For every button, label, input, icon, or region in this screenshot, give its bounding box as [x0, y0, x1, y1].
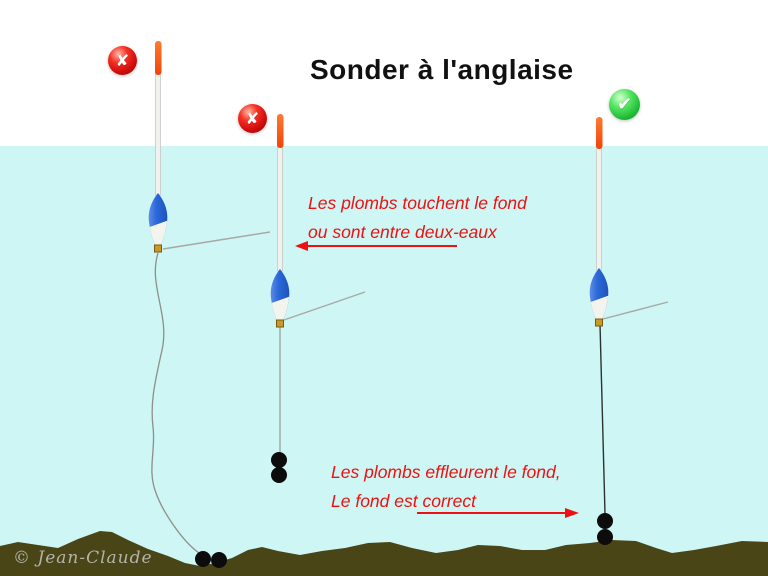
check-icon: ✔ [616, 94, 633, 115]
line-to-rod [162, 231, 271, 250]
cross-icon: ✘ [115, 51, 130, 70]
annotation-line: Le fond est correct [331, 491, 476, 511]
arrow-right-to-correct-shots [417, 508, 579, 518]
float-stem [277, 144, 283, 272]
float-eyelet [595, 318, 603, 327]
annotation-line: Les plombs effleurent le fond, [331, 462, 561, 482]
shot-weight [195, 551, 211, 567]
error-badge: ✘ [108, 46, 137, 75]
line-to-rod [283, 291, 366, 321]
shot-weight [211, 552, 227, 568]
float-tip [277, 114, 284, 148]
float-tip [155, 41, 162, 75]
annotation-correct: Les plombs effleurent le fond, Le fond e… [331, 458, 561, 516]
lake-bottom [0, 531, 768, 576]
annotation-wrong: Les plombs touchent le fond ou sont entr… [308, 189, 527, 247]
shot-weight [271, 467, 287, 483]
annotation-line: Les plombs touchent le fond [308, 193, 527, 213]
float-stem [596, 145, 602, 271]
line-to-rod [602, 301, 669, 320]
shot-weight [271, 452, 287, 468]
page-title: Sonder à l'anglaise [310, 54, 574, 85]
ok-badge: ✔ [609, 89, 640, 120]
annotation-line: ou sont entre deux-eaux [308, 222, 497, 242]
water-area [0, 146, 768, 576]
shot-weight [597, 513, 613, 529]
float-eyelet [154, 244, 162, 253]
slack-line [151, 252, 200, 554]
line-down-taut [599, 323, 606, 515]
arrow-left-to-wrong-float [295, 241, 457, 251]
error-badge: ✘ [238, 104, 267, 133]
cross-icon: ✘ [245, 109, 260, 128]
copyright-watermark: © Jean-Claude [13, 548, 153, 568]
float-stem [155, 72, 161, 196]
float-eyelet [276, 319, 284, 328]
float-tip [596, 117, 603, 149]
shot-weight [597, 529, 613, 545]
